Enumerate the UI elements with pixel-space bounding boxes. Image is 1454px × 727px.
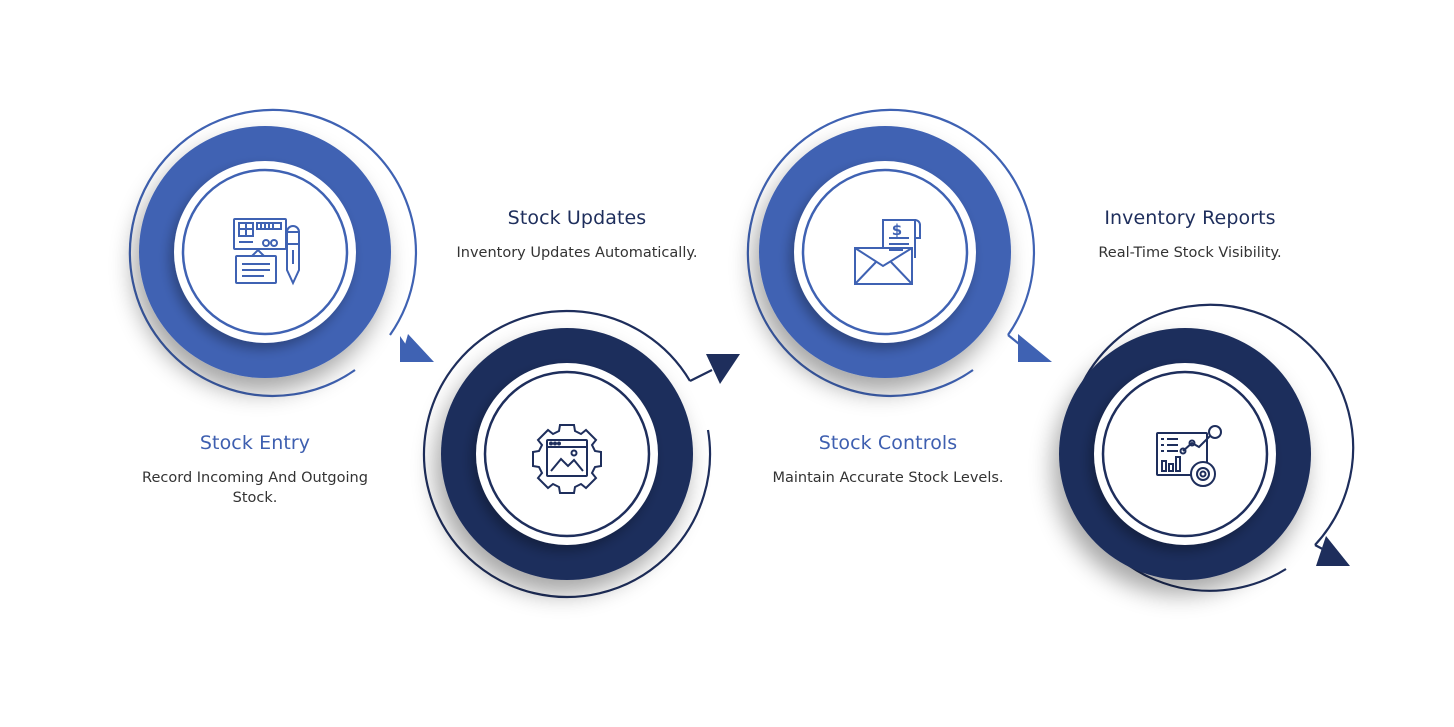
stage-3-inner-disc: [794, 161, 976, 343]
stage-2-label: Stock Updates Inventory Updates Automati…: [407, 207, 747, 263]
stage-2-circle: [422, 309, 740, 599]
stage-1-description: Record Incoming And Outgoing Stock.: [142, 470, 368, 506]
stage-1-label: Stock Entry Record Incoming And Outgoing…: [85, 432, 425, 508]
stage-4-inner-disc: [1094, 363, 1276, 545]
stage-3-description: Maintain Accurate Stock Levels.: [772, 470, 1004, 486]
gear-image-icon: [532, 424, 602, 494]
stage-4-outer-arc: [1066, 303, 1355, 592]
dollar-sign-icon: $: [892, 221, 902, 239]
analytics-report-icon: [1156, 425, 1222, 487]
stage-2-description: Inventory Updates Automatically.: [456, 245, 698, 261]
stage-1-outer-arc: [128, 108, 418, 398]
stage-4-title: Inventory Reports: [1104, 207, 1276, 229]
stage-2-outer-arc: [422, 309, 712, 599]
stage-4-circle: [1059, 303, 1355, 592]
stage-2-title: Stock Updates: [507, 207, 647, 229]
stage-4-description: Real-Time Stock Visibility.: [1098, 245, 1282, 261]
dashboard-edit-icon: [233, 218, 300, 286]
stage-3-label: Stock Controls Maintain Accurate Stock L…: [718, 432, 1058, 488]
stage-1-circle: [128, 108, 434, 398]
stage-3-title: Stock Controls: [818, 432, 958, 454]
envelope-invoice-icon: [854, 219, 921, 285]
stage-2-arrow-icon: [706, 354, 740, 384]
stage-4-label: Inventory Reports Real-Time Stock Visibi…: [1020, 207, 1360, 263]
stage-4-arrow-icon: [1316, 536, 1350, 566]
stage-1-title: Stock Entry: [199, 432, 311, 454]
stage-3-arrow-icon: [1018, 334, 1052, 362]
stage-3-circle: $: [746, 108, 1052, 398]
stage-3-outer-arc: [746, 108, 1036, 398]
stage-1-inner-disc: [174, 161, 356, 343]
stage-2-inner-disc: [476, 363, 658, 545]
